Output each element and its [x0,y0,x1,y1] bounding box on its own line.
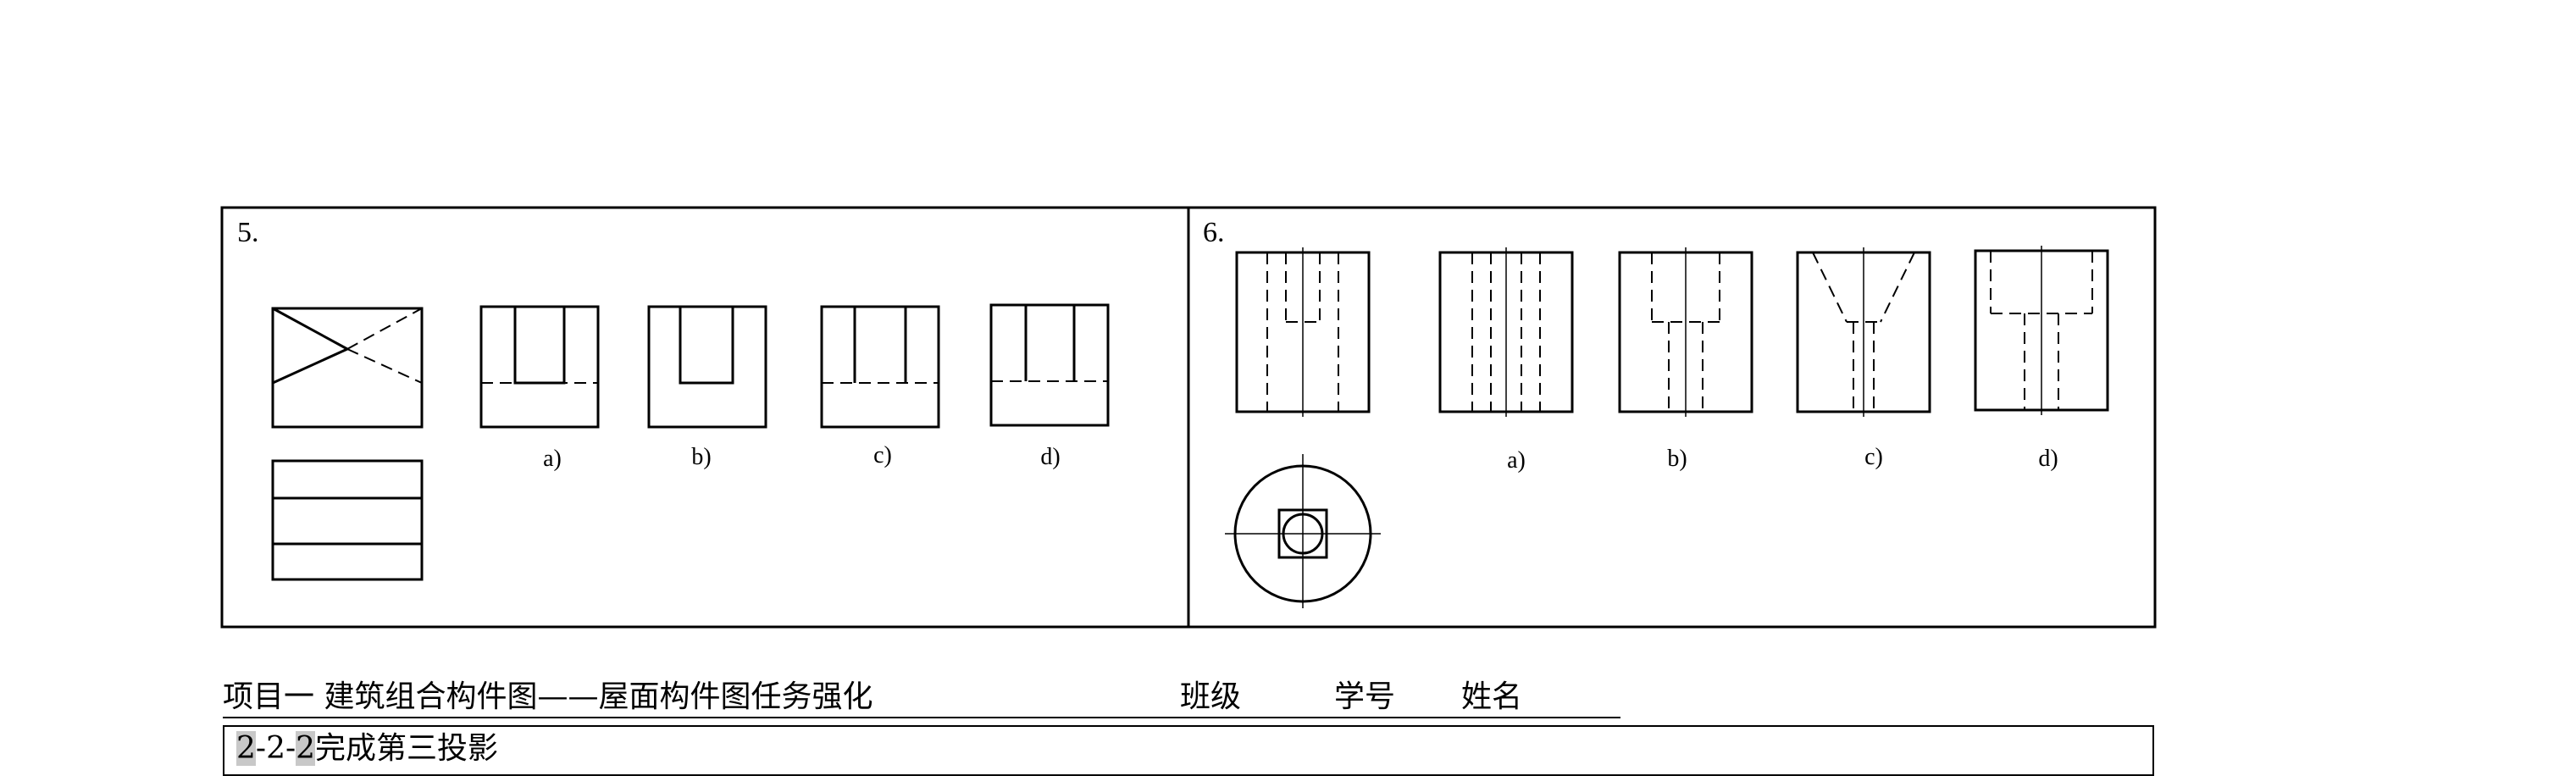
problem-5-option-d-label: d) [1040,444,1061,470]
problem-6-number: 6. [1203,217,1225,248]
task-code-part-1: 2 [236,731,256,766]
problem-6-front-view-hidden [1266,252,1339,412]
problem-6-option-b-label: b) [1667,446,1687,472]
class-label: 班级 [1180,679,1242,714]
problem-5-option-b-label: b) [691,444,712,470]
problem-6-option-b-drawing [1618,247,1753,417]
problem-5-option-d-drawing [989,303,1110,427]
problem-5-number: 5. [237,217,259,248]
task-title-text: 完成第三投影 [315,731,499,766]
problem-5-option-a-label: a) [543,446,562,472]
problem-5-option-a-drawing [479,305,600,429]
problem-6-option-d-drawing [1974,246,2109,415]
problem-6-option-a-label: a) [1507,447,1526,474]
problem-6-option-c-label: c) [1864,444,1883,470]
problem-5-top-view [271,459,424,581]
task-title: 2-2-2完成第三投影 [236,731,499,766]
problem-5-option-c-drawing [820,305,940,429]
student-id-label: 学号 [1334,679,1396,714]
problem-5-option-b-drawing [647,305,767,429]
problem-6-option-a-drawing [1438,247,1574,417]
worksheet-header: 项目一 建筑组合构件图——屋面构件图任务强化 班级 学号 姓名 [223,678,1620,718]
problem-6-option-c-drawing [1796,247,1931,417]
problem-5-option-c-label: c) [873,442,892,468]
task-code-part-3: 2 [296,731,316,766]
problem-5-front-view [271,307,424,429]
problem-6-option-d-label: d) [2038,446,2058,472]
name-label: 姓名 [1461,679,1523,714]
task-box: 2-2-2完成第三投影 [223,725,2154,776]
task-code-part-2: -2- [255,731,296,766]
problem-5-front-view-hidden [346,308,423,384]
project-title: 项目一 建筑组合构件图——屋面构件图任务强化 [223,679,873,714]
